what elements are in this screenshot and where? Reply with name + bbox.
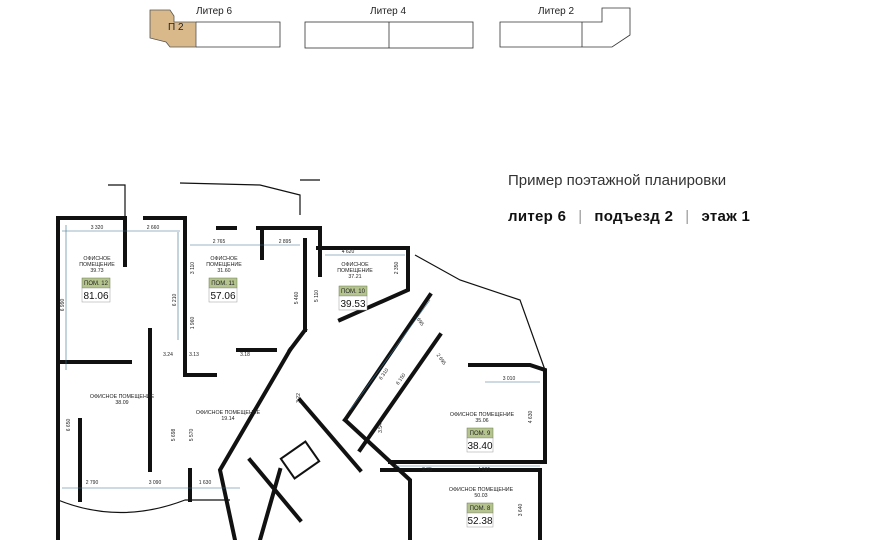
liter-label: литер 6 <box>508 208 567 225</box>
room-number: ПОМ. 9 <box>470 431 491 437</box>
dim-label: 3.54 <box>378 423 384 433</box>
separator: | <box>578 208 583 225</box>
dim-label: 4 630 <box>528 411 534 424</box>
room-number: ПОМ. 11 <box>211 281 235 287</box>
dimension-lines <box>62 225 540 489</box>
room-name: ОФИСНОЕ <box>83 256 111 262</box>
dim-label: 3.24 <box>163 352 173 358</box>
room-sub-area: 50.03 <box>474 493 487 499</box>
liter-6-label: Литер 6 <box>196 6 233 17</box>
key-plan-liter-6[interactable]: П 2 Литер 6 <box>149 6 281 48</box>
room-sub-area: 39.73 <box>90 268 103 274</box>
dim-label: 2 790 <box>86 480 99 486</box>
room-area: 57.06 <box>210 291 235 302</box>
dim-label: 5 698 <box>171 429 177 442</box>
room-area: 52.38 <box>467 516 492 527</box>
room-name: ОФИСНОЕ ПОМЕЩЕНИЕ <box>449 487 514 493</box>
room-12[interactable]: ОФИСНОЕ ПОМЕЩЕНИЕ 39.73 ПОМ. 12 81.06 <box>79 256 115 303</box>
floor-label: этаж 1 <box>701 208 751 225</box>
plan-title: Пример поэтажной планировки <box>508 172 727 189</box>
dim-label: 6 650 <box>66 419 72 432</box>
room-office-38-09[interactable]: ОФИСНОЕ ПОМЕЩЕНИЕ 38.09 <box>90 394 155 406</box>
dim-label: 2 765 <box>213 239 226 245</box>
key-plan: П 2 Литер 6 Литер 4 Литер 2 <box>149 6 631 49</box>
dim-label: 4 935 <box>478 467 491 473</box>
dim-label: 5 460 <box>294 292 300 305</box>
dim-label: 1 960 <box>190 317 196 330</box>
room-name: ОФИСНОЕ ПОМЕЩЕНИЕ <box>450 412 515 418</box>
dim-label: 3 110 <box>190 262 196 274</box>
room-name: ОФИСНОЕ <box>341 262 369 268</box>
room-sub-area: 35.06 <box>475 418 488 424</box>
walls <box>56 179 547 540</box>
dim-label: 3 010 <box>503 376 516 382</box>
room-area: 38.40 <box>467 441 492 452</box>
room-number: ПОМ. 12 <box>84 281 109 287</box>
room-office-19-14[interactable]: ОФИСНОЕ ПОМЕЩЕНИЕ 19.14 <box>196 410 261 422</box>
dim-label: 6 990 <box>60 299 66 312</box>
plan-subtitle: литер 6 | подъезд 2 | этаж 1 <box>508 208 750 225</box>
room-sub-area: 37.21 <box>348 274 361 280</box>
key-plan-liter-2[interactable]: Литер 2 <box>499 6 631 48</box>
dim-label: 3.13 <box>189 352 199 358</box>
dim-label: 4 620 <box>342 249 355 255</box>
room-area: 81.06 <box>83 291 108 302</box>
room-10[interactable]: ОФИСНОЕ ПОМЕЩЕНИЕ 37.21 ПОМ. 10 39.53 <box>337 262 373 311</box>
dim-label: 6 210 <box>172 294 178 307</box>
room-9[interactable]: ОФИСНОЕ ПОМЕЩЕНИЕ 35.06 ПОМ. 9 38.40 <box>450 412 515 453</box>
dim-label: 2 660 <box>147 225 160 231</box>
dim-label: 2 350 <box>394 262 400 275</box>
liter-2-label: Литер 2 <box>538 6 575 17</box>
dim-label: 3.22 <box>296 393 302 403</box>
liter-4-label: Литер 4 <box>370 6 407 17</box>
room-sub-area: 19.14 <box>221 416 234 422</box>
room-number: ПОМ. 8 <box>470 506 491 512</box>
dim-label: 2 695 <box>435 353 447 367</box>
dim-label: 3 640 <box>518 504 524 517</box>
room-name: ПОМЕЩЕНИЕ <box>337 268 373 274</box>
section-label: П 2 <box>168 22 184 33</box>
entrance-label: подъезд 2 <box>594 208 674 225</box>
room-11[interactable]: ОФИСНОЕ ПОМЕЩЕНИЕ 31.60 ПОМ. 11 57.06 <box>206 256 242 303</box>
dim-label: 5 110 <box>314 290 320 302</box>
dim-label: 1 630 <box>199 480 212 486</box>
dim-label: 2.35 <box>422 467 432 473</box>
room-name: ПОМЕЩЕНИЕ <box>79 262 115 268</box>
room-name: ОФИСНОЕ <box>210 256 238 262</box>
dim-label: 2 895 <box>279 239 292 245</box>
dimension-labels: 3 320 2 660 2 765 2 895 4 620 6 990 6 21… <box>60 225 534 516</box>
dim-label: 3.18 <box>240 352 250 358</box>
room-name: ОФИСНОЕ ПОМЕЩЕНИЕ <box>90 394 155 400</box>
key-plan-liter-4[interactable]: Литер 4 <box>304 6 474 49</box>
separator: | <box>685 208 690 225</box>
room-name: ОФИСНОЕ ПОМЕЩЕНИЕ <box>196 410 261 416</box>
room-sub-area: 31.60 <box>217 268 230 274</box>
room-number: ПОМ. 10 <box>341 289 366 295</box>
room-name: ПОМЕЩЕНИЕ <box>206 262 242 268</box>
room-sub-area: 38.09 <box>115 400 128 406</box>
room-area: 39.53 <box>340 299 365 310</box>
dim-label: 5 570 <box>189 429 195 442</box>
dim-label: 3 320 <box>91 225 104 231</box>
room-8[interactable]: ОФИСНОЕ ПОМЕЩЕНИЕ 50.03 ПОМ. 8 52.38 <box>449 487 514 528</box>
dim-label: 3 090 <box>149 480 162 486</box>
